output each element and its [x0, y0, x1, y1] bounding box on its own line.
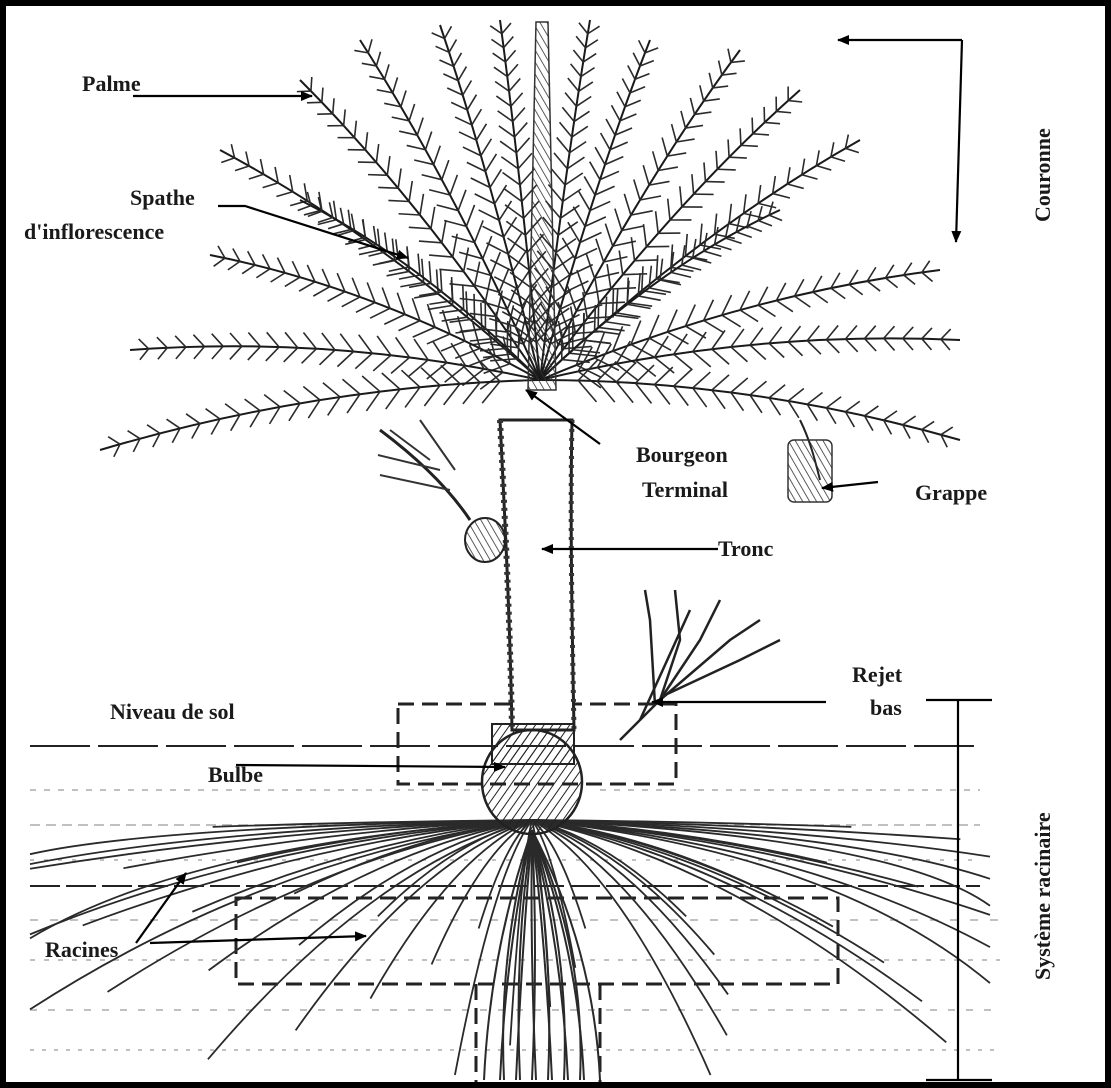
label-systeme-racinaire: Système racinaire [1030, 812, 1056, 980]
label-palme: Palme [82, 72, 141, 96]
label-inflorescence: d'inflorescence [24, 220, 164, 244]
label-terminal: Terminal [642, 478, 728, 502]
label-niveau-sol: Niveau de sol [110, 700, 235, 724]
racines-arrow-1 [136, 873, 186, 943]
trunk [500, 420, 574, 730]
label-bourgeon: Bourgeon [636, 443, 728, 467]
rejet-offshoot [620, 590, 780, 740]
label-grappe: Grappe [915, 481, 987, 505]
racines-arrow-2 [150, 936, 366, 943]
label-couronne: Couronne [1030, 128, 1056, 222]
label-spathe: Spathe [130, 186, 195, 210]
crown-fronds [100, 20, 960, 457]
label-bulbe: Bulbe [208, 763, 263, 787]
bulbe-arrow [236, 765, 505, 767]
label-rejet: Rejet [852, 663, 902, 687]
label-racines: Racines [45, 938, 118, 962]
label-bas: bas [870, 696, 902, 720]
grappe-bunch [788, 420, 832, 502]
inflorescence-cluster [378, 420, 505, 562]
roots [30, 820, 990, 1080]
label-tronc: Tronc [718, 537, 773, 561]
